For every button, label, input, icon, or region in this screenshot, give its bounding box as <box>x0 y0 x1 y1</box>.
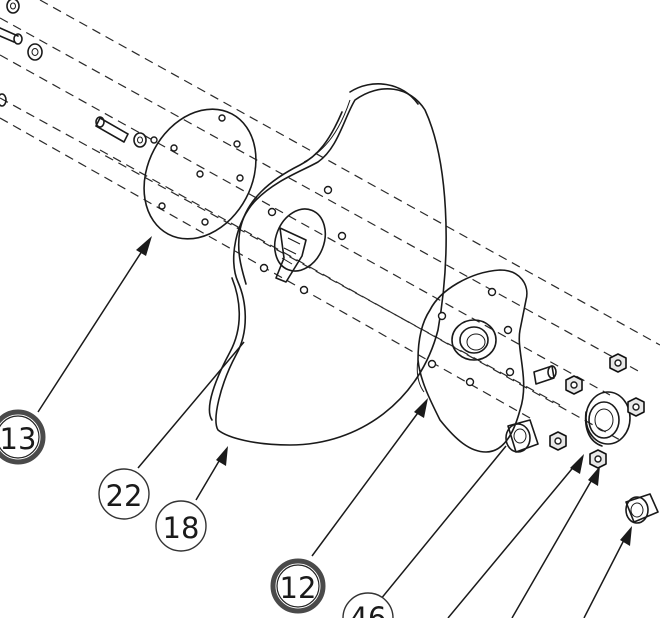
bearing <box>584 391 631 447</box>
callout-12-label: 12 <box>280 571 317 605</box>
callout-46-label: 46 <box>350 601 387 618</box>
bushing <box>625 493 659 524</box>
callout-22: 22 <box>98 468 150 520</box>
callout-13-label: 13 <box>0 422 36 456</box>
callout-18: 18 <box>155 500 207 552</box>
lobed-blade <box>208 83 447 446</box>
callout-18-label: 18 <box>163 511 200 545</box>
flange-plate-13 <box>143 108 257 240</box>
top-left-hardware <box>0 0 43 107</box>
hex-nuts <box>549 353 645 469</box>
stub-axle-46 <box>505 365 557 453</box>
leader-lines <box>37 236 632 618</box>
bearing-bracket-12 <box>416 269 528 453</box>
callout-12: 12 <box>270 558 326 614</box>
callout-22-label: 22 <box>106 479 143 513</box>
callout-13: 13 <box>0 409 46 465</box>
callout-46: 46 <box>342 592 394 618</box>
assembly-axis-lines <box>0 0 660 441</box>
pin-bolt <box>95 116 147 148</box>
